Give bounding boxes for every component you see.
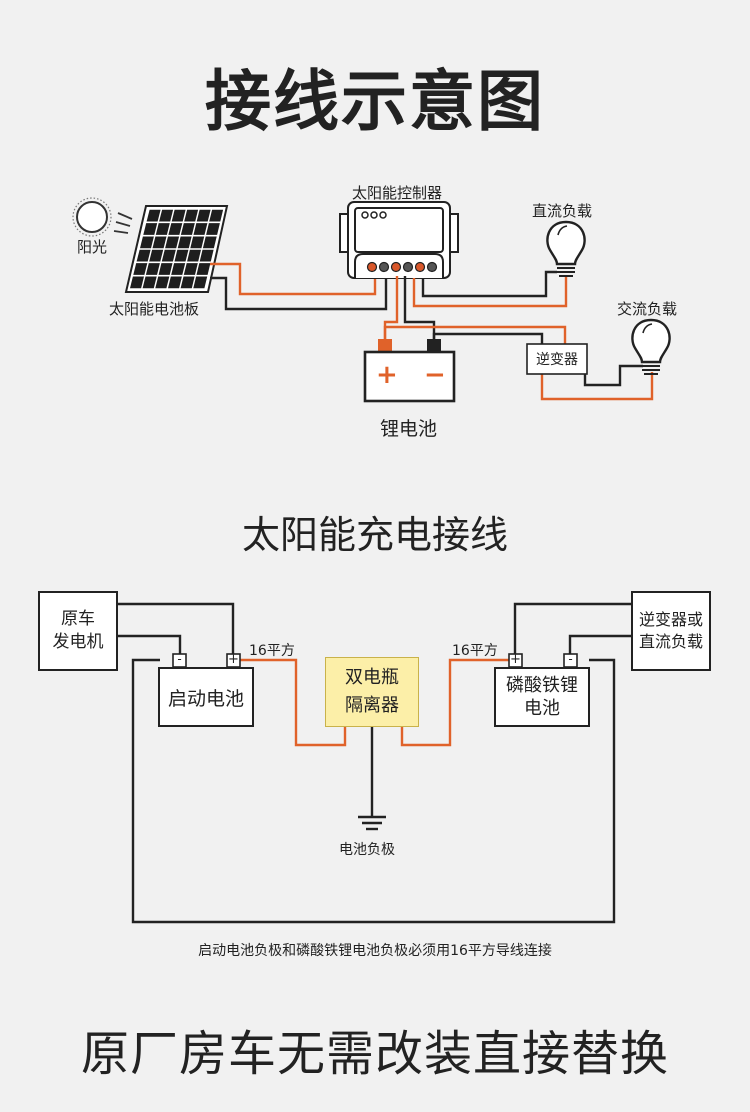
solar-cell [130, 276, 144, 289]
wire-right-label: 16平方 [452, 643, 498, 659]
footer-slogan: 原厂房车无需改装直接替换 [80, 1026, 669, 1082]
solar-cell [146, 209, 161, 222]
solar-cell [180, 276, 195, 289]
lfp-battery-plus-terminal: + [510, 652, 521, 667]
wiring-note: 启动电池负极和磷酸铁锂电池负极必须用16平方导线连接 [198, 943, 552, 959]
solar-cell [136, 249, 151, 262]
solar-cell [190, 236, 205, 249]
solar-cell [158, 263, 173, 275]
solar-cell [209, 209, 224, 222]
solar-cell [140, 236, 154, 249]
sun-label: 阳光 [77, 238, 108, 256]
inverter-dc-load-box: 逆变器或 直流负载 [631, 591, 711, 671]
solar-cell [193, 223, 208, 235]
solar-cell [206, 223, 220, 235]
controller-label: 太阳能控制器 [352, 184, 443, 202]
battery-plus-sign: + [376, 360, 398, 390]
solar-cell [149, 249, 164, 262]
solar-cell [152, 236, 167, 249]
solar-cell [196, 263, 211, 275]
solar-cell [155, 276, 170, 289]
wire-left-label: 16平方 [249, 643, 295, 659]
solar-cell [165, 236, 180, 249]
solar-cell [196, 209, 211, 222]
solar-cell [199, 249, 214, 262]
battery-minus-sign: − [424, 360, 446, 390]
ac-load-label: 交流负载 [617, 300, 678, 318]
solar-panel-label: 太阳能电池板 [109, 300, 200, 318]
solar-cell [183, 263, 198, 275]
lfp-battery-minus-terminal: - [568, 652, 573, 666]
ac-load-bulb-icon [631, 318, 671, 375]
solar-cell [159, 209, 174, 222]
lfp-battery-box: 磷酸铁锂 电池 [494, 667, 590, 727]
solar-cell [177, 236, 192, 249]
page-title: 接线示意图 [205, 63, 545, 140]
solar-cell [187, 249, 201, 262]
inverter-box [526, 343, 588, 375]
lithium-battery-icon [363, 339, 456, 403]
inverter-label: 逆变器 [536, 352, 578, 368]
alternator-box: 原车 发电机 [38, 591, 118, 671]
dc-load-label: 直流负载 [532, 202, 593, 220]
solar-cell [155, 223, 170, 235]
section-subtitle: 太阳能充电接线 [241, 513, 508, 557]
solar-cell [171, 263, 186, 275]
solar-cell [168, 276, 182, 289]
solar-cell [142, 276, 157, 289]
sun-icon [72, 197, 133, 237]
start-battery-minus-terminal: - [177, 652, 182, 666]
solar-cell [180, 223, 195, 235]
solar-cell [184, 209, 199, 222]
solar-cell [168, 223, 183, 235]
solar-cell [193, 276, 208, 289]
solar-cell [161, 249, 176, 262]
solar-cell [202, 236, 217, 249]
solar-cell [133, 263, 148, 275]
solar-cell [145, 263, 160, 275]
isolator-box: 双电瓶 隔离器 [325, 657, 419, 727]
solar-cell [171, 209, 186, 222]
controller-icon [339, 201, 459, 279]
ground-label: 电池负极 [339, 842, 395, 858]
solar-cell [174, 249, 189, 262]
battery-label: 锂电池 [380, 418, 438, 440]
solar-panel-icon [124, 205, 229, 293]
solar-cell [143, 223, 158, 235]
dc-load-bulb-icon [546, 220, 586, 277]
start-battery-box: 启动电池 [158, 667, 254, 727]
start-battery-plus-terminal: + [228, 652, 239, 667]
